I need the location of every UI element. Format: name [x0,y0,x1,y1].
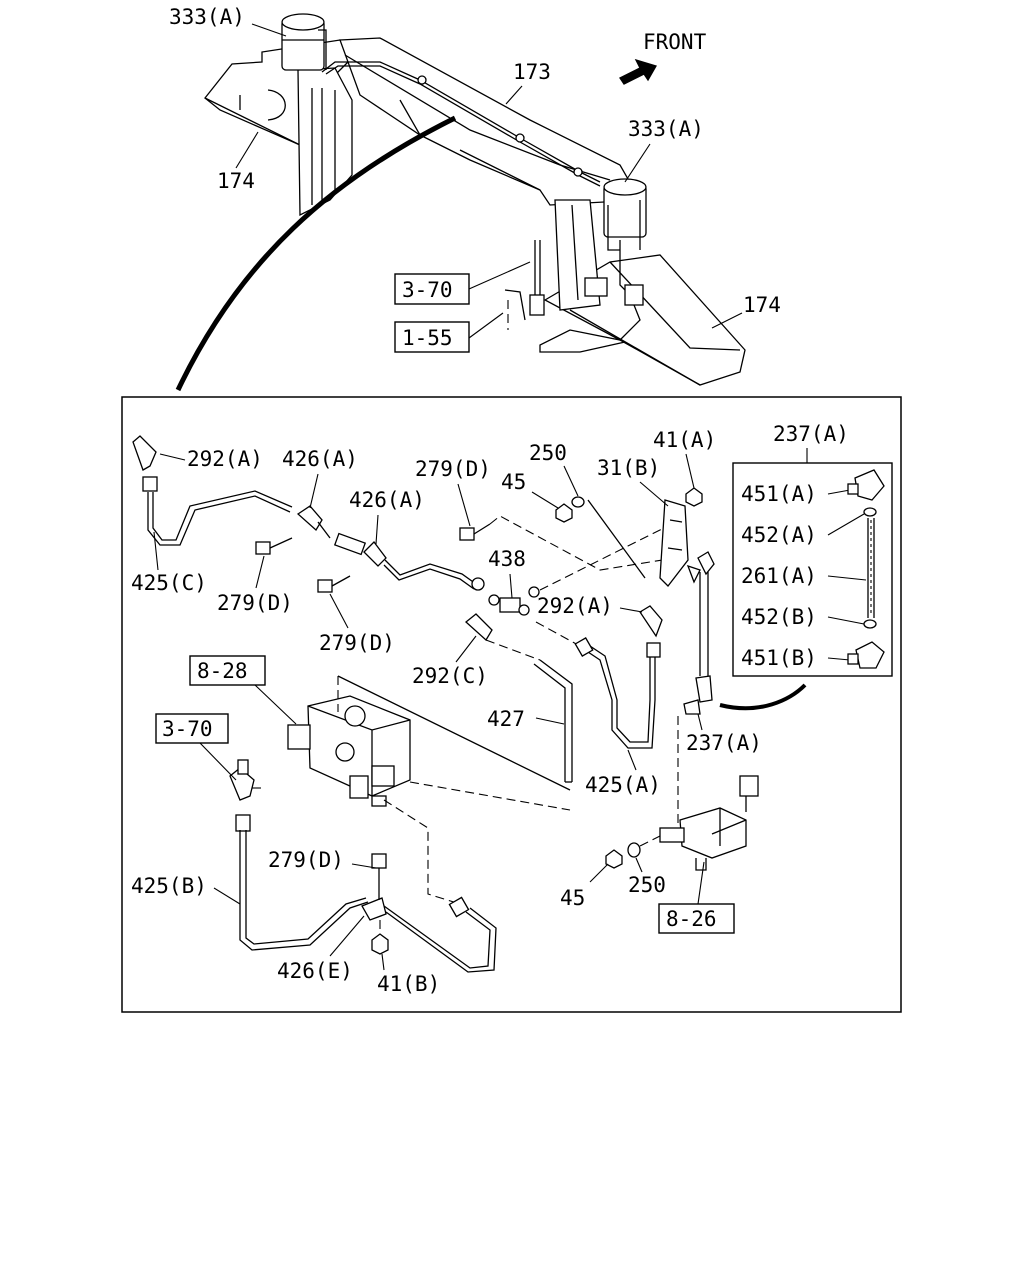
inset-part-452A: 452(A) [741,523,817,547]
bracket-31B [659,499,689,587]
inset-237A: 237(A) 451(A) 452(A) 261(A) 452(B) 451(B… [732,422,893,677]
frame-member-vertical [297,67,353,217]
label-438: 438 [488,547,526,571]
ref-box-3-70-detail[interactable] [155,713,229,744]
label-279D-top: 279(D) [415,457,491,481]
label-333A-left: 333(A) [169,5,245,29]
inset-part-452B: 452(B) [741,605,817,629]
chassis-overview [175,13,746,392]
label-250-top: 250 [529,441,567,465]
ref-3-70-top[interactable]: 3-70 [402,278,453,302]
label-173: 173 [513,60,551,84]
label-45-top: 45 [501,470,526,494]
ref-box-1-55[interactable] [394,321,470,353]
label-279D-bottom: 279(D) [268,848,344,872]
inset-part-261A: 261(A) [741,564,817,588]
reservoir-right [603,178,647,251]
hose-427 [533,659,573,782]
bolt-279D-mid [255,537,293,555]
label-425B: 425(B) [131,874,207,898]
bolt-279D-low [317,575,351,593]
front-arrow-icon [619,58,657,85]
label-427: 427 [487,707,525,731]
label-41B: 41(B) [377,972,440,996]
ref-8-26[interactable]: 8-26 [666,907,717,931]
label-426A-1: 426(A) [282,447,358,471]
valve-8-28 [287,695,411,807]
label-45-bottom: 45 [560,886,585,910]
label-292A-top: 292(A) [187,447,263,471]
label-292C: 292(C) [412,664,488,688]
label-333A-right: 333(A) [628,117,704,141]
ref-box-8-26[interactable] [658,903,735,934]
label-250-bottom: 250 [628,873,666,897]
label-279D-low: 279(D) [319,631,395,655]
label-425C: 425(C) [131,571,207,595]
label-237A-low: 237(A) [686,731,762,755]
label-174-right: 174 [743,293,781,317]
inset-part-451A: 451(A) [741,482,817,506]
ref-1-55[interactable]: 1-55 [402,326,453,350]
label-41A: 41(A) [653,428,716,452]
label-426A-2: 426(A) [349,488,425,512]
ref-box-8-28[interactable] [189,655,266,686]
detail-callout-arc [175,115,457,392]
detail-frame [121,396,902,1013]
fitting-3-70 [229,759,255,801]
ref-3-70-detail[interactable]: 3-70 [162,717,213,741]
label-31B: 31(B) [597,456,660,480]
inset-part-451B: 451(B) [741,646,817,670]
tee-438 [488,586,540,616]
reservoir-left [281,13,327,71]
label-174-left: 174 [217,169,255,193]
detail-components [132,435,807,973]
label-425A: 425(A) [585,773,661,797]
label-279D-mid: 279(D) [217,591,293,615]
inset-frame [732,462,893,677]
bolt-279D-top [459,523,491,541]
label-426E: 426(E) [277,959,353,983]
inset-title: 237(A) [773,422,849,446]
front-label: FRONT [643,30,707,54]
valve-8-26 [659,775,759,871]
label-292A-mid: 292(A) [537,594,613,618]
ref-8-28[interactable]: 8-28 [197,659,248,683]
